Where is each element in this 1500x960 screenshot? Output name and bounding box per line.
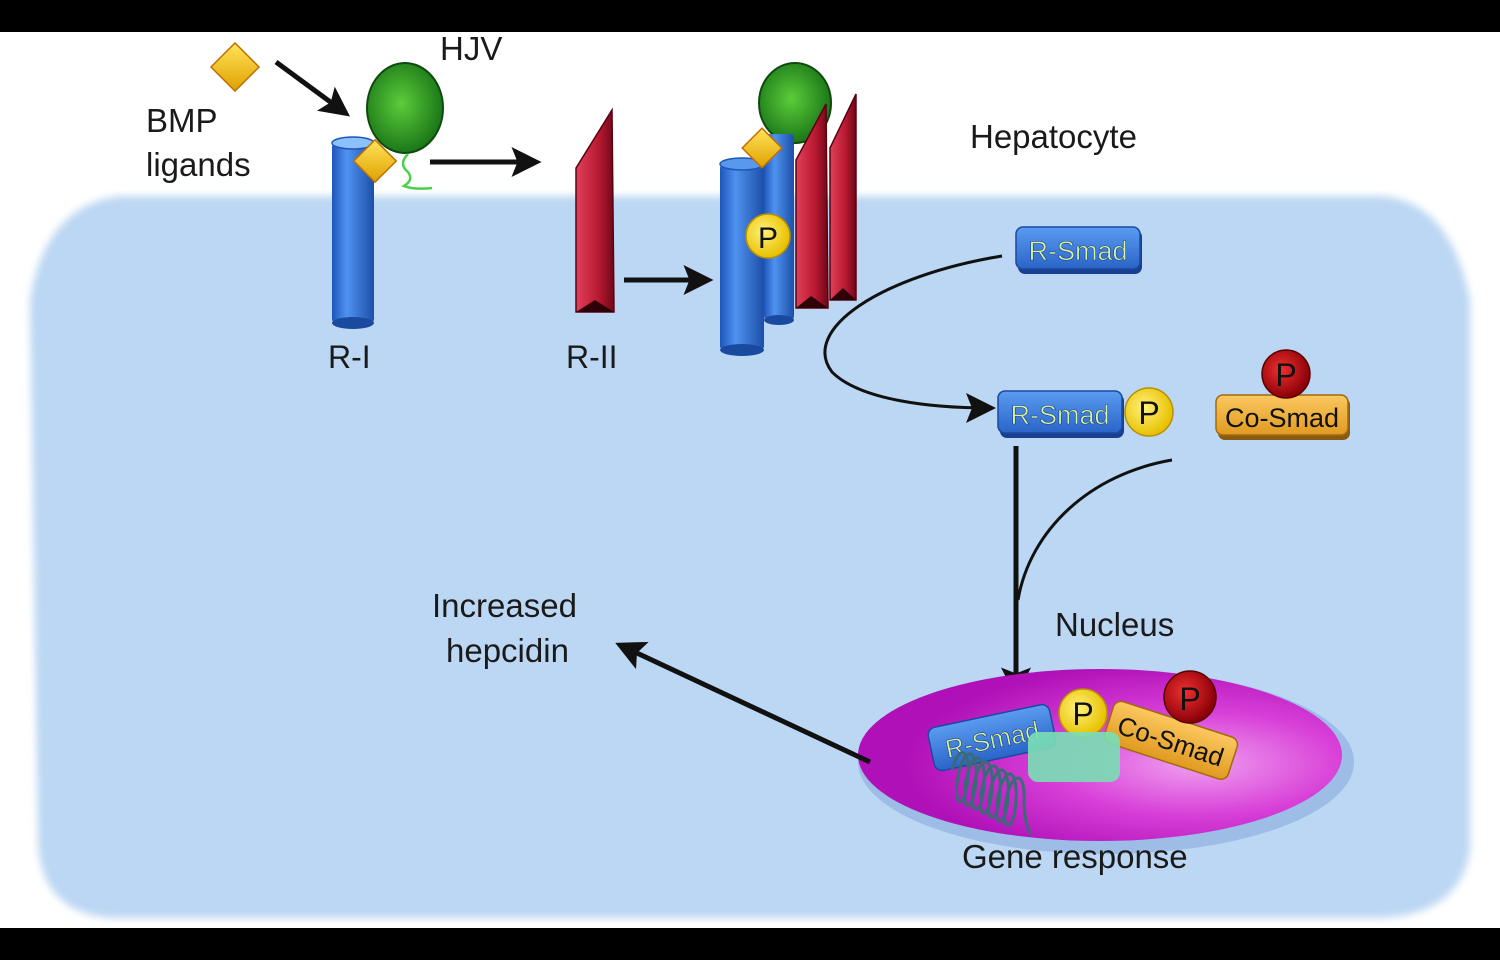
gene-response-label: Gene response: [962, 838, 1188, 875]
receptor-1-label: R-I: [328, 339, 371, 375]
bmp-ligands-label-line2: ligands: [146, 146, 251, 183]
co-smad-merge-line: [1016, 458, 1173, 601]
dna-helix-icon: [950, 751, 1033, 836]
receptor-2-label: R-II: [566, 339, 618, 375]
svg-text:R-Smad: R-Smad: [1010, 400, 1109, 430]
receptor-complex: [719, 62, 857, 356]
svg-text:P: P: [758, 222, 778, 255]
r-smad-phosphorylated: R-Smad P: [997, 387, 1174, 438]
nucleus-label: Nucleus: [1055, 606, 1174, 643]
hjv-gpi-anchor: [401, 153, 433, 190]
svg-text:R-Smad: R-Smad: [1028, 236, 1127, 266]
receptor-type-1: [331, 136, 375, 329]
svg-text:P: P: [1072, 696, 1093, 732]
co-smad-cytoplasm: Co-Smad P: [1215, 349, 1350, 440]
r-smad-cytoplasm: R-Smad: [1015, 226, 1142, 274]
bound-bmp-icon: [352, 138, 398, 184]
hjv-label: HJV: [440, 32, 502, 67]
pathway-diagram: BMP ligands HJV Hepatocyte R-I R-II: [30, 32, 1470, 918]
bmp-binding-arrow: [274, 59, 351, 117]
svg-text:P: P: [1179, 681, 1200, 717]
bmp-ligands-label-line1: BMP: [146, 102, 218, 139]
svg-text:Co-Smad: Co-Smad: [1225, 403, 1339, 433]
bmp-ligand-icon: [209, 41, 261, 93]
increased-hepcidin-label-line2: hepcidin: [446, 632, 569, 669]
receptor-phosphate-icon: P: [745, 213, 791, 259]
svg-text:P: P: [1275, 357, 1296, 393]
increased-hepcidin-label-line1: Increased: [432, 587, 577, 624]
hjv-icon: [366, 62, 444, 154]
nuclear-smad-complex: R-Smad Co-Smad P P: [927, 670, 1239, 782]
diagram-canvas: BMP ligands HJV Hepatocyte R-I R-II: [0, 32, 1500, 928]
hepatocyte-label: Hepatocyte: [970, 118, 1137, 155]
svg-text:P: P: [1138, 395, 1159, 431]
hepcidin-output-arrow: [615, 641, 872, 765]
receptor-type-2: [575, 107, 615, 313]
phosphorylation-arrow: [823, 254, 1003, 423]
